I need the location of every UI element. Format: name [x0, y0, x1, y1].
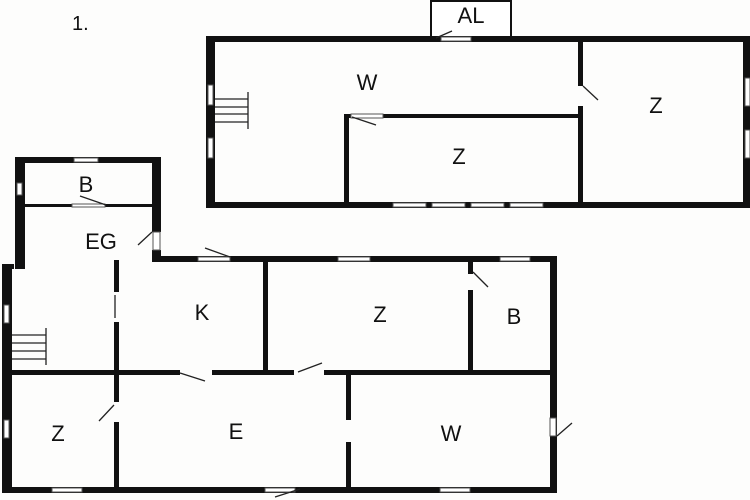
room-label-k: K [195, 300, 210, 325]
room-label-eg: EG [85, 229, 117, 254]
room-label-al: AL [458, 3, 485, 28]
room-label-z: Z [649, 93, 662, 118]
window [207, 84, 214, 106]
upper-building: AL W Z Z [206, 0, 750, 208]
stairs-icon [12, 328, 47, 365]
window [744, 77, 750, 107]
room-label-z: Z [373, 302, 386, 327]
room-label-e: E [229, 419, 244, 444]
room-label-z: Z [452, 144, 465, 169]
plan-number: 1. [72, 13, 89, 35]
room-label-z: Z [51, 421, 64, 446]
lower-building: B EG K Z B Z E W [2, 157, 573, 498]
window [744, 129, 750, 159]
room-label-w: W [357, 70, 378, 95]
window [207, 137, 214, 159]
door-al [440, 36, 472, 42]
stairs-icon [215, 92, 249, 129]
room-label-w: W [441, 421, 462, 446]
room-label-b: B [79, 172, 94, 197]
room-label-b: B [507, 304, 522, 329]
